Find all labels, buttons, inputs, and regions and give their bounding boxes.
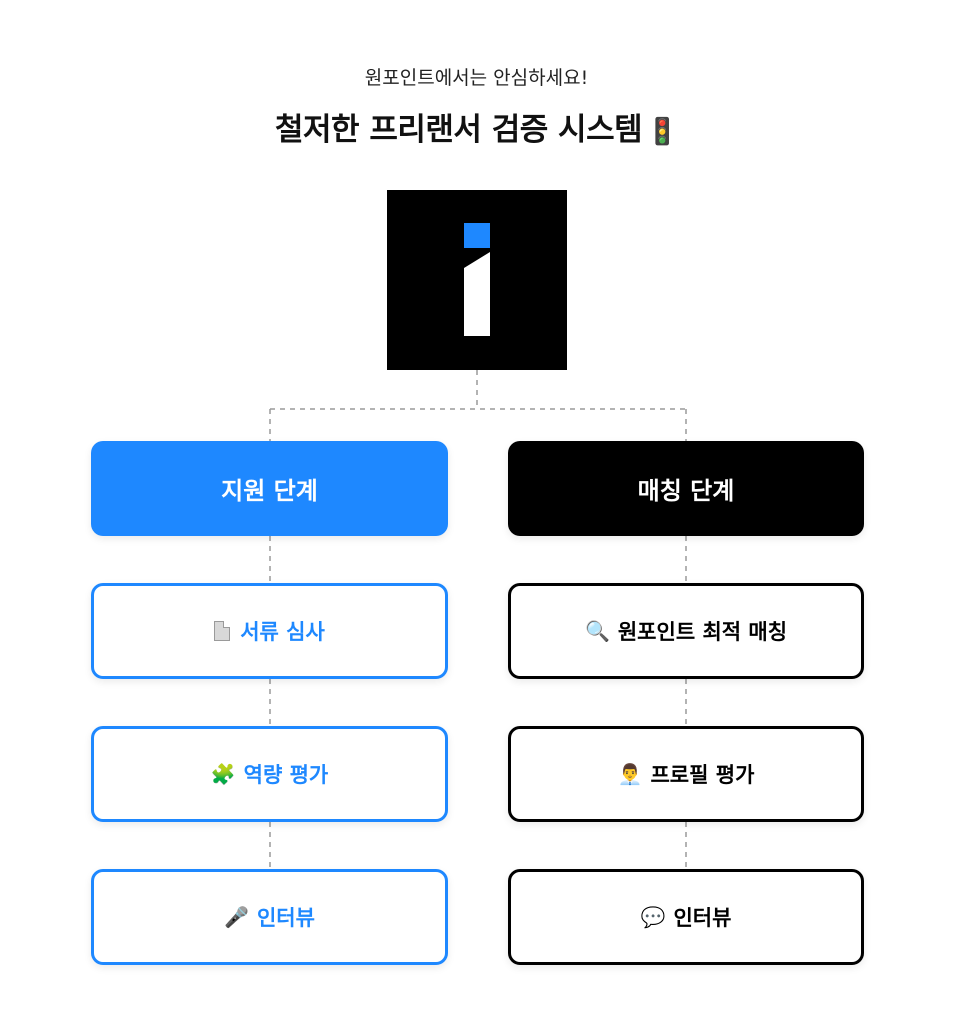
microphone-icon: 🎤 (224, 905, 249, 929)
stage-header-application: 지원 단계 (91, 441, 448, 536)
step-label: 서류 심사 (240, 620, 325, 644)
step-label: 프로필 평가 (650, 763, 755, 787)
traffic-light-icon: 🚦 (646, 117, 678, 147)
step-document-review: 서류 심사 (91, 583, 448, 679)
step-interview-application: 🎤 인터뷰 (91, 869, 448, 965)
letter-i-logo (464, 223, 490, 336)
logo (387, 190, 567, 370)
step-optimal-matching: 🔍 원포인트 최적 매칭 (508, 583, 864, 679)
person-icon: 👨‍💼 (617, 762, 643, 786)
document-icon (214, 621, 231, 641)
step-skill-assessment: 🧩 역량 평가 (91, 726, 448, 822)
subtitle: 원포인트에서는 안심하세요! (364, 67, 589, 89)
puzzle-icon: 🧩 (210, 762, 236, 786)
magnifier-icon: 🔍 (584, 619, 610, 643)
stage-header-matching: 매칭 단계 (508, 441, 864, 536)
page-title: 철저한 프리랜서 검증 시스템🚦 (0, 104, 953, 149)
speech-bubble-icon: 💬 (640, 905, 666, 929)
step-label: 인터뷰 (673, 906, 732, 930)
step-label: 인터뷰 (256, 906, 315, 930)
step-label: 역량 평가 (243, 763, 329, 787)
step-profile-evaluation: 👨‍💼 프로필 평가 (508, 726, 864, 822)
step-label: 원포인트 최적 매칭 (617, 620, 788, 644)
step-interview-matching: 💬 인터뷰 (508, 869, 864, 965)
title-text: 철저한 프리랜서 검증 시스템 (275, 112, 643, 148)
